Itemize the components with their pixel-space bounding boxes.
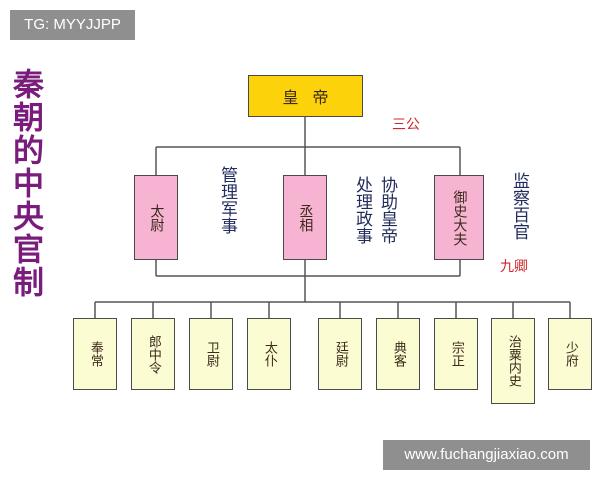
emperor-box: 皇帝 <box>248 75 363 117</box>
duke-label-taiwei: 太尉 <box>148 203 165 232</box>
duke-label-chengxiang: 丞相 <box>297 203 314 232</box>
minister-box-weiwei: 卫尉 <box>189 318 233 390</box>
minister-label-tingwei: 廷尉 <box>332 341 348 367</box>
watermark-url: www.fuchangjiaxiao.com <box>383 440 590 470</box>
duke-box-yushi: 御史大夫 <box>434 175 484 260</box>
watermark-tag: TG: MYYJJPP <box>10 10 135 40</box>
minister-box-taipu: 太仆 <box>247 318 291 390</box>
minister-label-zongzheng: 宗正 <box>448 341 464 367</box>
side-title: 秦朝的中央官制 <box>7 68 43 299</box>
minister-box-langzhongling: 郎中令 <box>131 318 175 390</box>
minister-label-dianke: 典客 <box>390 341 406 367</box>
note-yushi: 监察百官 <box>509 172 529 240</box>
minister-box-zongzheng: 宗正 <box>434 318 478 390</box>
minister-box-shaofu: 少府 <box>548 318 592 390</box>
minister-box-fengchang: 奉常 <box>73 318 117 390</box>
minister-label-weiwei: 卫尉 <box>203 341 219 367</box>
minister-label-langzhongling: 郎中令 <box>145 334 161 374</box>
minister-box-zhisuneishi: 治粟内史 <box>491 318 535 404</box>
duke-label-yushi: 御史大夫 <box>451 189 468 246</box>
minister-label-taipu: 太仆 <box>261 341 277 367</box>
three-dukes-label: 三公 <box>392 117 420 133</box>
minister-box-dianke: 典客 <box>376 318 420 390</box>
note-chengxiang-2: 协助皇帝 <box>377 176 397 244</box>
duke-box-taiwei: 太尉 <box>134 175 178 260</box>
nine-ministers-label: 九卿 <box>500 259 528 275</box>
duke-box-chengxiang: 丞相 <box>283 175 327 260</box>
minister-label-zhisuneishi: 治粟内史 <box>505 335 521 387</box>
minister-box-tingwei: 廷尉 <box>318 318 362 390</box>
minister-label-fengchang: 奉常 <box>87 341 103 367</box>
note-chengxiang-1: 处理政事 <box>352 176 372 244</box>
minister-label-shaofu: 少府 <box>562 341 578 367</box>
note-taiwei: 管理军事 <box>217 166 237 234</box>
